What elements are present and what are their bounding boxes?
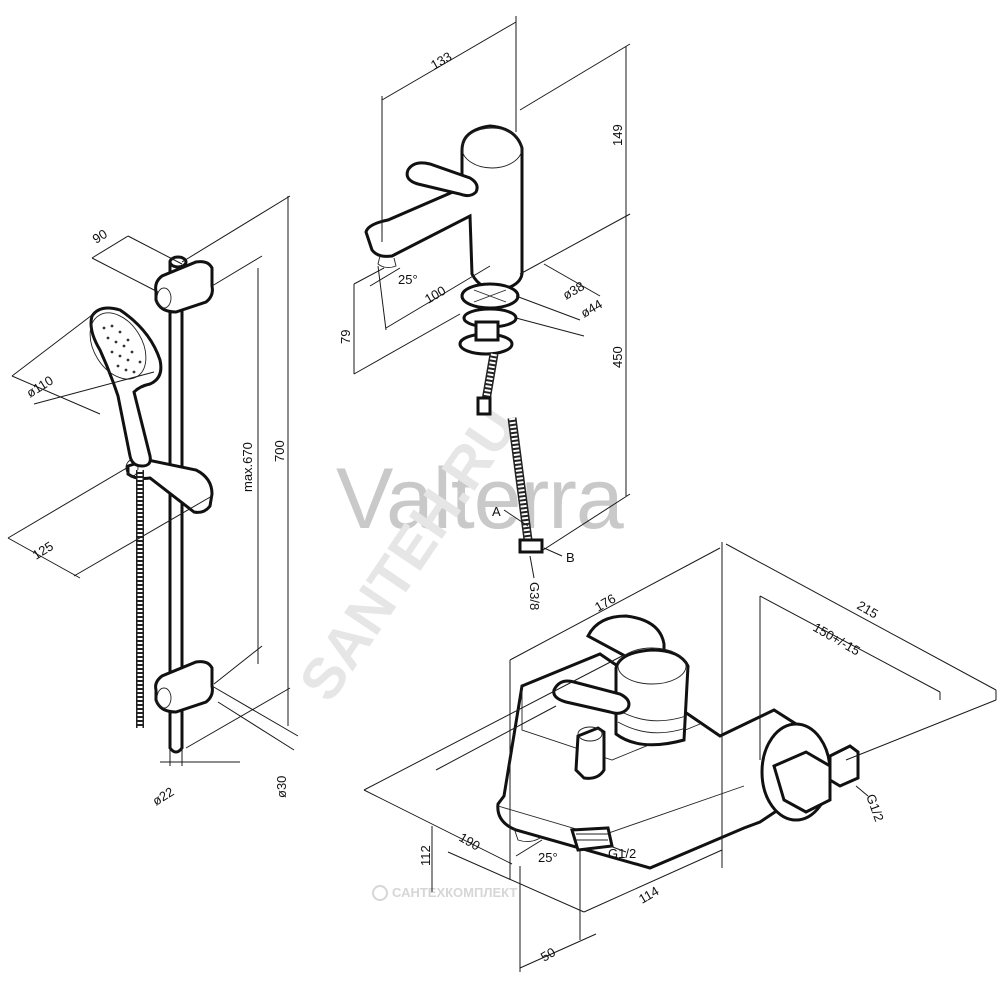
dim-reach: 133 — [428, 49, 454, 73]
watermark-footer: САНТЕХКОМПЛЕКТ — [392, 885, 517, 900]
dim-bracket: 90 — [90, 226, 110, 246]
watermark-brand: Valterra — [336, 451, 624, 547]
top-bracket — [154, 255, 214, 314]
dim-mount-diameter: ø30 — [274, 776, 289, 798]
dim-angle: 25° — [398, 272, 418, 287]
dim-depth: 190 — [457, 830, 483, 854]
dim-holder: 125 — [30, 538, 56, 562]
dim-rail-height: 700 — [272, 440, 287, 462]
label-inlet-thread: G1/2 — [863, 792, 887, 824]
basin-mixer-figure: 133 149 25° 100 79 ø38 ø44 450 A B G3/8 — [338, 16, 631, 610]
bath-mixer-figure: 176 215 150+/-15 190 112 25° G1/2 G1/2 1… — [363, 542, 997, 972]
dim-bath-angle: 25° — [538, 850, 558, 865]
dim-inlet-centers: 150+/-15 — [811, 620, 863, 659]
label-thread: G3/8 — [527, 582, 542, 610]
basin-hoses — [476, 353, 544, 554]
watermark-footer-logo — [372, 885, 388, 901]
label-b: B — [566, 550, 575, 565]
dim-rail-diameter: ø22 — [150, 784, 177, 809]
watermark-site: SANTEH.RU — [287, 395, 530, 712]
dim-height: 112 — [418, 845, 433, 866]
label-a: A — [492, 504, 501, 519]
shower-set-figure: 90 ø110 125 max.670 700 ø22 ø30 — [7, 195, 299, 809]
dim-hose-length: 450 — [610, 346, 625, 368]
label-outlet-thread: G1/2 — [608, 846, 636, 861]
dim-total-width: 215 — [855, 598, 881, 622]
dim-base-outer: ø44 — [578, 296, 605, 320]
dim-head-diameter: ø110 — [24, 373, 56, 401]
hand-shower — [89, 306, 163, 468]
dim-spout-length: 50 — [538, 944, 558, 964]
dim-travel: max.670 — [240, 442, 255, 492]
bottom-bracket — [154, 660, 214, 714]
dim-spout-height: 79 — [338, 330, 353, 344]
dim-height-top: 149 — [610, 124, 625, 146]
dim-base-inner: ø38 — [560, 278, 587, 302]
dim-body-width: 176 — [592, 591, 618, 615]
dim-spout: 100 — [422, 283, 448, 307]
